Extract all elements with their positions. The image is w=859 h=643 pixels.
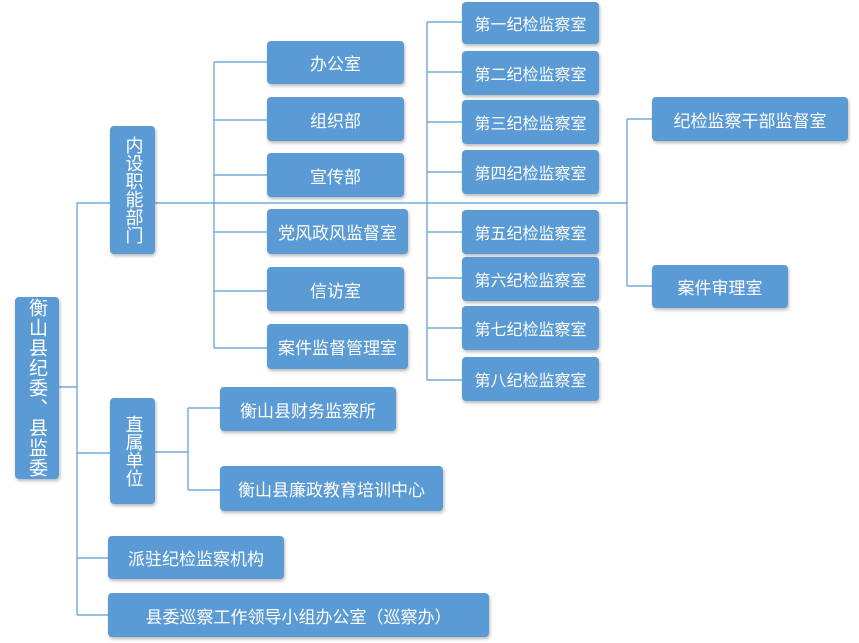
dept-publicity-node: 宣传部: [267, 153, 404, 197]
dept-label: 案件监督管理室: [278, 339, 397, 359]
dispatched-label: 派驻纪检监察机构: [128, 550, 264, 570]
direct-units-node: 直属单位: [110, 398, 155, 504]
inspection-office-7-node: 第七纪检监察室: [462, 306, 599, 350]
dept-label: 宣传部: [310, 167, 361, 188]
inspection-office-5-node: 第五纪检监察室: [462, 210, 599, 254]
inspection-office-4-node: 第四纪检监察室: [462, 150, 599, 194]
internal-departments-node: 内设职能部门: [110, 126, 155, 254]
internal-departments-label: 内设职能部门: [122, 136, 144, 244]
inspection-office-label: 第七纪检监察室: [474, 320, 587, 339]
inspection-group-office-node: 县委巡察工作领导小组办公室（巡察办）: [108, 593, 489, 637]
inspection-group-label: 县委巡察工作领导小组办公室（巡察办）: [145, 607, 452, 628]
direct-units-label: 直属单位: [122, 415, 144, 487]
other-office-label: 纪检监察干部监督室: [673, 111, 827, 132]
inspection-office-label: 第四纪检监察室: [474, 164, 587, 183]
inspection-office-3-node: 第三纪检监察室: [462, 100, 599, 144]
dept-organization-node: 组织部: [267, 97, 404, 141]
integrity-training-center-node: 衡山县廉政教育培训中心: [220, 466, 443, 511]
inspection-office-1-node: 第一纪检监察室: [462, 2, 599, 44]
case-review-office-node: 案件审理室: [652, 265, 788, 308]
other-office-label: 案件审理室: [677, 279, 763, 299]
unit-label: 衡山县廉政教育培训中心: [238, 481, 425, 501]
dept-label: 组织部: [310, 111, 361, 132]
inspection-office-label: 第二纪检监察室: [474, 65, 587, 84]
dept-petition-node: 信访室: [267, 267, 404, 311]
dept-label: 党风政风监督室: [278, 224, 397, 244]
root-label: 衡山县纪委、县监委: [26, 298, 48, 478]
dept-conduct-supervision-node: 党风政风监督室: [267, 209, 408, 254]
root-node: 衡山县纪委、县监委: [15, 297, 59, 479]
dispatched-agencies-node: 派驻纪检监察机构: [108, 536, 284, 579]
unit-label: 衡山县财务监察所: [240, 401, 376, 422]
cadre-supervision-office-node: 纪检监察干部监督室: [652, 97, 848, 141]
dept-case-management-node: 案件监督管理室: [267, 324, 408, 369]
inspection-office-label: 第五纪检监察室: [474, 224, 587, 243]
inspection-office-6-node: 第六纪检监察室: [462, 257, 599, 301]
finance-supervision-node: 衡山县财务监察所: [220, 387, 396, 431]
inspection-office-2-node: 第二纪检监察室: [462, 51, 599, 95]
inspection-office-8-node: 第八纪检监察室: [462, 357, 599, 401]
dept-label: 信访室: [310, 281, 361, 302]
inspection-office-label: 第三纪检监察室: [474, 114, 587, 133]
inspection-office-label: 第一纪检监察室: [474, 15, 587, 34]
inspection-office-label: 第八纪检监察室: [474, 371, 587, 390]
inspection-office-label: 第六纪检监察室: [474, 271, 587, 290]
dept-office-node: 办公室: [267, 41, 404, 84]
dept-label: 办公室: [310, 55, 361, 75]
